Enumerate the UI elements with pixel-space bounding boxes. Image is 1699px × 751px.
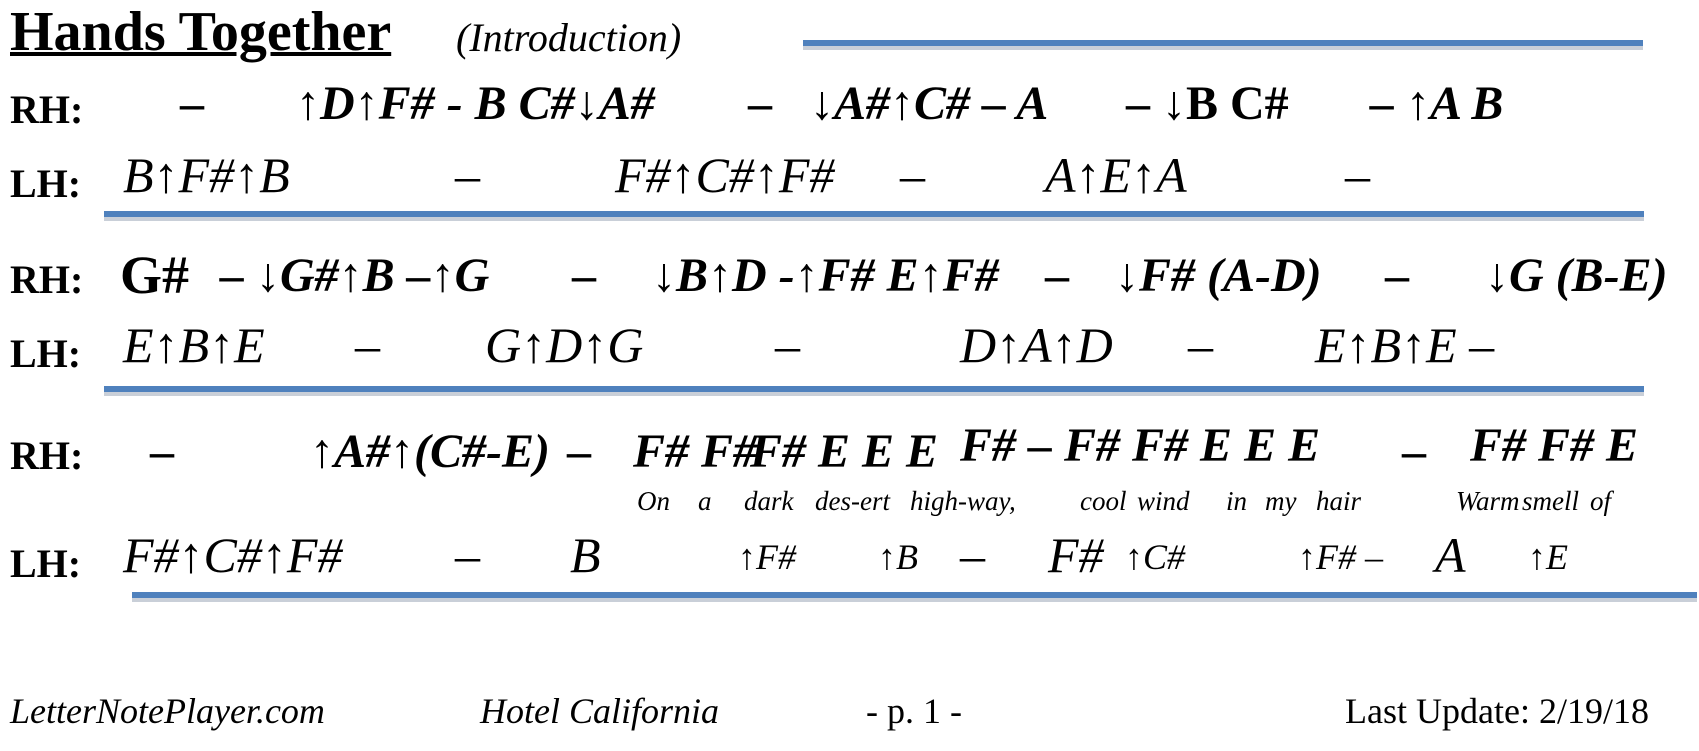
lyric-syllable: cool: [1080, 486, 1127, 516]
rh-note: F# E E E: [750, 425, 939, 478]
footer-last-update: Last Update: 2/19/18: [1345, 691, 1649, 731]
lh-note: –: [1345, 147, 1370, 203]
lh-note: B: [570, 527, 601, 583]
lyric-syllable: of: [1590, 486, 1612, 516]
lh-label: LH:: [10, 541, 82, 586]
rh-note: –: [572, 249, 596, 302]
lh-note: ↑F#: [738, 537, 796, 577]
lh-note: F#↑C#↑F#: [615, 147, 835, 203]
rh-label: RH:: [10, 87, 84, 132]
lh-note: F#: [1048, 527, 1104, 583]
system-rule: [132, 592, 1697, 602]
page-title: Hands Together: [10, 1, 392, 63]
rh-note: F# F#: [633, 425, 758, 478]
rh-note: – ↓B C#: [1126, 77, 1289, 130]
lh-note: –: [1188, 317, 1213, 373]
lh-note: F#↑C#↑F#: [123, 527, 343, 583]
lh-note: ↑C#: [1125, 537, 1186, 577]
lh-label: LH:: [10, 331, 82, 376]
lh-note: G↑D↑G: [485, 317, 644, 373]
lyric-syllable: des-ert: [815, 486, 890, 516]
lyric-syllable: hair: [1316, 486, 1362, 516]
rh-note: ↓F# (A-D): [1115, 249, 1322, 302]
lh-note: E↑B↑E –: [1315, 317, 1495, 373]
rh-note: –: [150, 425, 174, 478]
lyric-syllable: wind: [1137, 486, 1190, 516]
lyric-syllable: dark: [744, 486, 794, 516]
footer-song: Hotel California: [480, 691, 720, 731]
lyric-syllable: a: [698, 486, 712, 516]
lyric-syllable: high-way,: [910, 486, 1016, 516]
rh-label: RH:: [10, 257, 84, 302]
rh-note: –: [180, 77, 204, 130]
lh-note: B↑F#↑B: [123, 147, 290, 203]
rh-note: F# F# E: [1470, 419, 1639, 472]
lyric-syllable: On: [637, 486, 670, 516]
lh-note: –: [455, 527, 480, 583]
rh-note: ↓G (B-E): [1485, 249, 1668, 302]
footer-site: LetterNotePlayer.com: [10, 691, 325, 731]
footer-page-number: - p. 1 -: [866, 691, 962, 731]
rh-note: –: [748, 77, 772, 130]
rh-note: –: [1402, 425, 1426, 478]
rh-note: ↓B↑D -↑F# E↑F#: [652, 249, 999, 302]
system-rule: [104, 386, 1644, 396]
lh-note: E↑B↑E: [123, 317, 265, 373]
rh-note: –: [567, 425, 591, 478]
rh-note: – ↑A B: [1370, 77, 1504, 130]
page-subtitle: (Introduction): [456, 15, 682, 60]
lh-note: –: [960, 527, 985, 583]
rh-note: –: [1385, 249, 1409, 302]
rh-note: –: [1045, 249, 1069, 302]
lh-note: –: [355, 317, 380, 373]
lh-note: D↑A↑D: [960, 317, 1113, 373]
lh-note: –: [900, 147, 925, 203]
rh-note: ↑A#↑(C#-E): [310, 425, 550, 478]
lyric-syllable: my: [1265, 486, 1297, 516]
lh-note: ↑F# –: [1298, 537, 1383, 577]
lh-note: –: [455, 147, 480, 203]
rh-note: ↑D↑F# - B C#↓A#: [296, 77, 655, 130]
lh-note: ↑B: [878, 537, 918, 577]
lh-label: LH:: [10, 161, 82, 206]
header-rule: [803, 40, 1643, 50]
rh-note: F# – F# F# E E E: [960, 419, 1321, 472]
rh-note: G#: [120, 245, 190, 305]
rh-label: RH:: [10, 433, 84, 478]
lyric-syllable: in: [1226, 486, 1248, 516]
rh-note: – ↓G#↑B –↑G: [220, 249, 490, 302]
system-rule: [104, 211, 1644, 221]
lh-note: A↑E↑A: [1045, 147, 1187, 203]
lh-note: A: [1435, 527, 1466, 583]
rh-note: ↓A#↑C# – A: [810, 77, 1049, 130]
lh-note: –: [775, 317, 800, 373]
lyric-syllable: smell: [1522, 486, 1579, 516]
lh-note: ↑E: [1528, 537, 1568, 577]
lyric-syllable: Warm: [1456, 486, 1520, 516]
